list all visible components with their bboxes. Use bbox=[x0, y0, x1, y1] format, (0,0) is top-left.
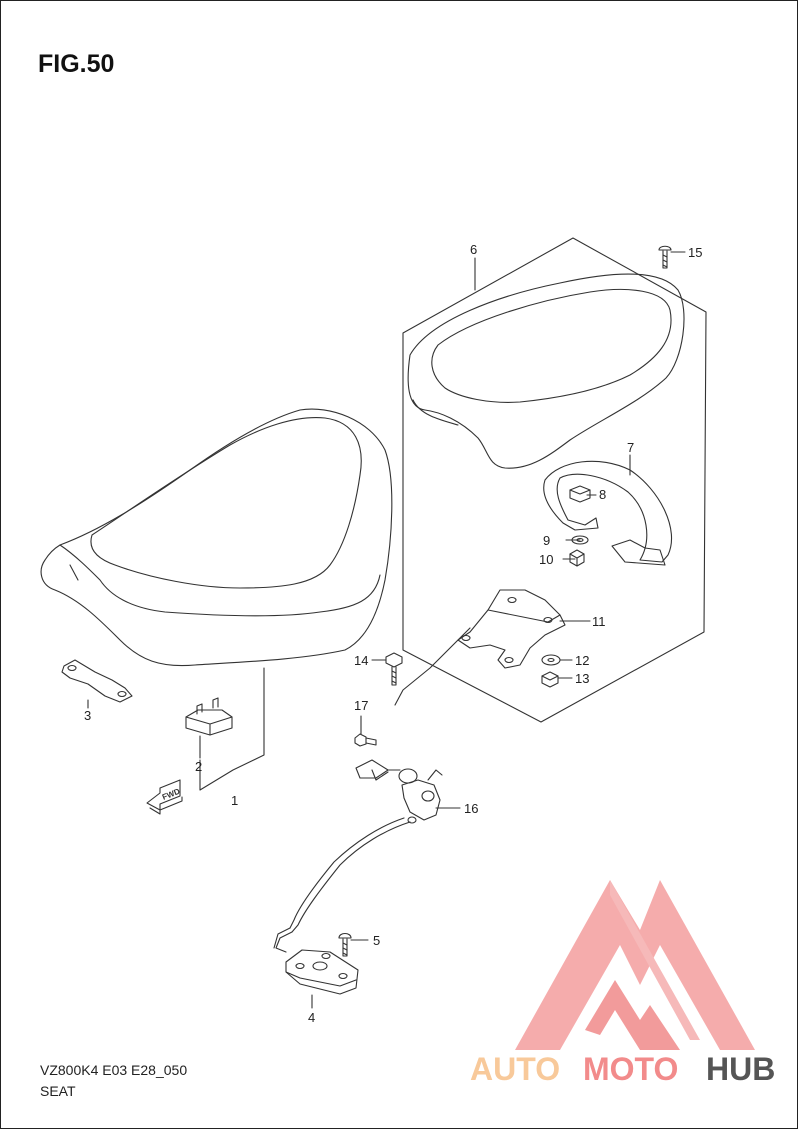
watermark-text-moto: MOTO bbox=[583, 1051, 678, 1087]
callout-numbers: 1 2 3 4 5 6 7 8 9 10 11 12 13 14 15 16 1… bbox=[84, 242, 702, 1025]
callout-8: 8 bbox=[599, 487, 606, 502]
leader-1 bbox=[199, 667, 265, 791]
callout-13: 13 bbox=[575, 671, 589, 686]
seat-bracket bbox=[457, 589, 566, 669]
callout-16: 16 bbox=[464, 801, 478, 816]
callout-7: 7 bbox=[627, 440, 634, 455]
fastener-10-nut bbox=[569, 549, 585, 567]
callout-1: 1 bbox=[231, 793, 238, 808]
callout-10: 10 bbox=[539, 552, 553, 567]
callout-12: 12 bbox=[575, 653, 589, 668]
fastener-13-nut bbox=[541, 671, 559, 688]
callout-2: 2 bbox=[195, 759, 202, 774]
callout-5: 5 bbox=[373, 933, 380, 948]
callout-leaders bbox=[87, 251, 686, 941]
callout-11: 11 bbox=[592, 614, 606, 629]
watermark-text-hub: HUB bbox=[706, 1051, 775, 1087]
seat-lock-assembly bbox=[355, 759, 443, 824]
callout-15: 15 bbox=[688, 245, 702, 260]
fastener-12-washer bbox=[541, 654, 561, 666]
callout-3: 3 bbox=[84, 708, 91, 723]
callout-17: 17 bbox=[354, 698, 368, 713]
fastener-5-screw bbox=[338, 932, 352, 957]
seat-latch-plate bbox=[285, 949, 359, 995]
fastener-8-bolt bbox=[569, 485, 591, 503]
watermark-text-auto: AUTO bbox=[470, 1051, 560, 1087]
callout-6: 6 bbox=[470, 242, 477, 257]
rear-seat-group-frame bbox=[402, 237, 707, 723]
callout-4: 4 bbox=[308, 1010, 315, 1025]
fastener-17-screw bbox=[354, 733, 377, 747]
rear-passenger-seat bbox=[407, 273, 685, 469]
seat-damper-2 bbox=[185, 697, 233, 736]
figure-title: FIG.50 bbox=[38, 50, 115, 78]
fwd-arrow-icon: FWD bbox=[146, 779, 183, 815]
fastener-14-bolt bbox=[385, 652, 403, 686]
seat-strap bbox=[543, 460, 673, 566]
seat-lock-cable bbox=[273, 817, 411, 953]
watermark-text: AUTO MOTO HUB bbox=[470, 1051, 775, 1087]
front-seat-bracket-3 bbox=[61, 659, 133, 703]
callout-9: 9 bbox=[543, 533, 550, 548]
leader-14-to-bracket bbox=[394, 627, 471, 706]
callout-14: 14 bbox=[354, 653, 368, 668]
fastener-15-screw bbox=[658, 245, 672, 269]
watermark-logo bbox=[515, 880, 755, 1050]
front-rider-seat bbox=[40, 408, 393, 667]
section-name: SEAT bbox=[40, 1083, 76, 1099]
model-code: VZ800K4 E03 E28_050 bbox=[40, 1062, 188, 1078]
